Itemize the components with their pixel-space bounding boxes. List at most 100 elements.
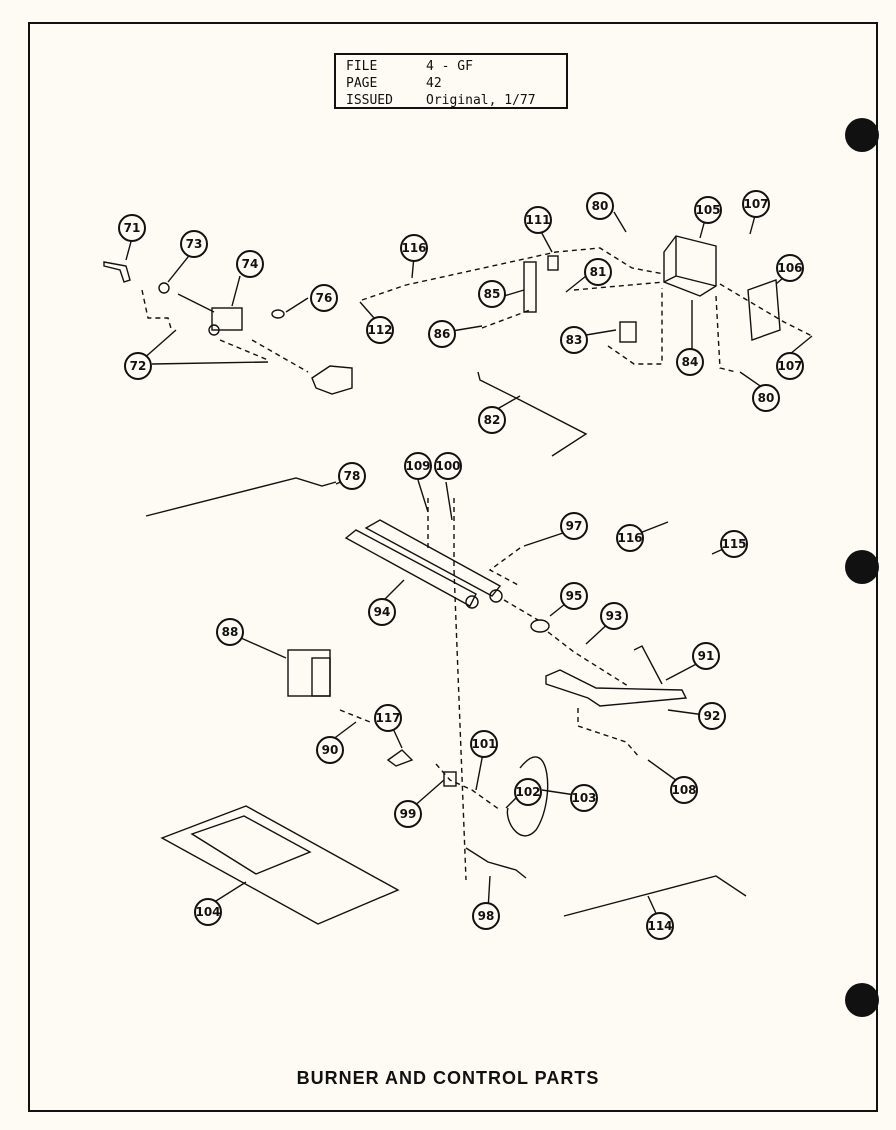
page-value: 42 <box>426 76 442 91</box>
callout-74: 74 <box>236 250 264 278</box>
callout-label: 116 <box>401 241 426 255</box>
callout-label: 92 <box>704 709 721 723</box>
callout-72: 72 <box>124 352 152 380</box>
base-plate <box>160 805 400 925</box>
callout-111: 111 <box>524 206 552 234</box>
callout-label: 117 <box>375 711 400 725</box>
callout-88: 88 <box>216 618 244 646</box>
burner-tube <box>344 529 477 607</box>
callout-label: 78 <box>344 469 361 483</box>
burner-bracket <box>545 669 688 707</box>
callout-label: 106 <box>777 261 802 275</box>
callout-label: 72 <box>130 359 147 373</box>
callout-label: 76 <box>316 291 333 305</box>
callout-82: 82 <box>478 406 506 434</box>
callout-83: 83 <box>560 326 588 354</box>
callout-label: 97 <box>566 519 583 533</box>
callout-108: 108 <box>670 776 698 804</box>
callout-label: 73 <box>186 237 203 251</box>
binder-hole-top <box>845 118 879 152</box>
callout-90: 90 <box>316 736 344 764</box>
callout-103: 103 <box>570 784 598 812</box>
callout-107: 107 <box>776 352 804 380</box>
callout-86: 86 <box>428 320 456 348</box>
callout-106: 106 <box>776 254 804 282</box>
callout-label: 115 <box>721 537 746 551</box>
callout-91: 91 <box>692 642 720 670</box>
callout-112: 112 <box>366 316 394 344</box>
callout-71: 71 <box>118 214 146 242</box>
callout-95: 95 <box>560 582 588 610</box>
page-title: BURNER AND CONTROL PARTS <box>296 1068 600 1088</box>
callout-85: 85 <box>478 280 506 308</box>
callout-93: 93 <box>600 602 628 630</box>
callout-100: 100 <box>434 452 462 480</box>
valve-part <box>211 307 243 331</box>
file-info-box: FILE 4 - GF PAGE 42 ISSUED Original, 1/77 <box>334 53 568 109</box>
callout-label: 101 <box>471 737 496 751</box>
callout-81: 81 <box>584 258 612 286</box>
callout-98: 98 <box>472 902 500 930</box>
washer-part <box>158 282 170 294</box>
callout-label: 90 <box>322 743 339 757</box>
callout-80: 80 <box>586 192 614 220</box>
callout-label: 91 <box>698 649 715 663</box>
callout-80: 80 <box>752 384 780 412</box>
callout-label: 84 <box>682 355 699 369</box>
callout-label: 104 <box>195 905 220 919</box>
callout-115: 115 <box>720 530 748 558</box>
callout-label: 80 <box>592 199 609 213</box>
file-label: FILE <box>346 59 378 74</box>
callout-label: 86 <box>434 327 451 341</box>
issued-label: ISSUED <box>346 93 393 108</box>
orifice-part <box>530 619 550 633</box>
callout-label: 102 <box>515 785 540 799</box>
callout-label: 88 <box>222 625 239 639</box>
callout-78: 78 <box>338 462 366 490</box>
callout-107: 107 <box>742 190 770 218</box>
binder-hole-bottom <box>845 983 879 1017</box>
callout-92: 92 <box>698 702 726 730</box>
callout-label: 74 <box>242 257 259 271</box>
callout-label: 103 <box>571 791 596 805</box>
callout-116: 116 <box>400 234 428 262</box>
callout-109: 109 <box>404 452 432 480</box>
callout-label: 81 <box>590 265 607 279</box>
callout-99: 99 <box>394 800 422 828</box>
file-value: 4 - GF <box>426 59 473 74</box>
thermocouple <box>465 847 527 879</box>
page-label: PAGE <box>346 76 378 91</box>
callout-label: 111 <box>525 213 550 227</box>
box-cover <box>747 279 781 341</box>
callout-104: 104 <box>194 898 222 926</box>
callout-117: 117 <box>374 704 402 732</box>
callout-label: 112 <box>367 323 392 337</box>
callout-94: 94 <box>368 598 396 626</box>
callout-97: 97 <box>560 512 588 540</box>
callout-102: 102 <box>514 778 542 806</box>
callout-label: 82 <box>484 413 501 427</box>
gas-valve <box>287 649 331 697</box>
callout-label: 105 <box>695 203 720 217</box>
callout-label: 114 <box>647 919 672 933</box>
callout-114: 114 <box>646 912 674 940</box>
callout-label: 94 <box>374 605 391 619</box>
callout-label: 95 <box>566 589 583 603</box>
callout-105: 105 <box>694 196 722 224</box>
callout-76: 76 <box>310 284 338 312</box>
callout-label: 85 <box>484 287 501 301</box>
callout-label: 83 <box>566 333 583 347</box>
callout-label: 99 <box>400 807 417 821</box>
issued-value: Original, 1/77 <box>426 93 536 108</box>
callout-label: 107 <box>777 359 802 373</box>
junction-box <box>663 235 717 297</box>
pilot-line <box>563 875 747 917</box>
callout-84: 84 <box>676 348 704 376</box>
callout-label: 107 <box>743 197 768 211</box>
callout-label: 80 <box>758 391 775 405</box>
callout-label: 93 <box>606 609 623 623</box>
callout-label: 100 <box>435 459 460 473</box>
callout-label: 108 <box>671 783 696 797</box>
callout-101: 101 <box>470 730 498 758</box>
